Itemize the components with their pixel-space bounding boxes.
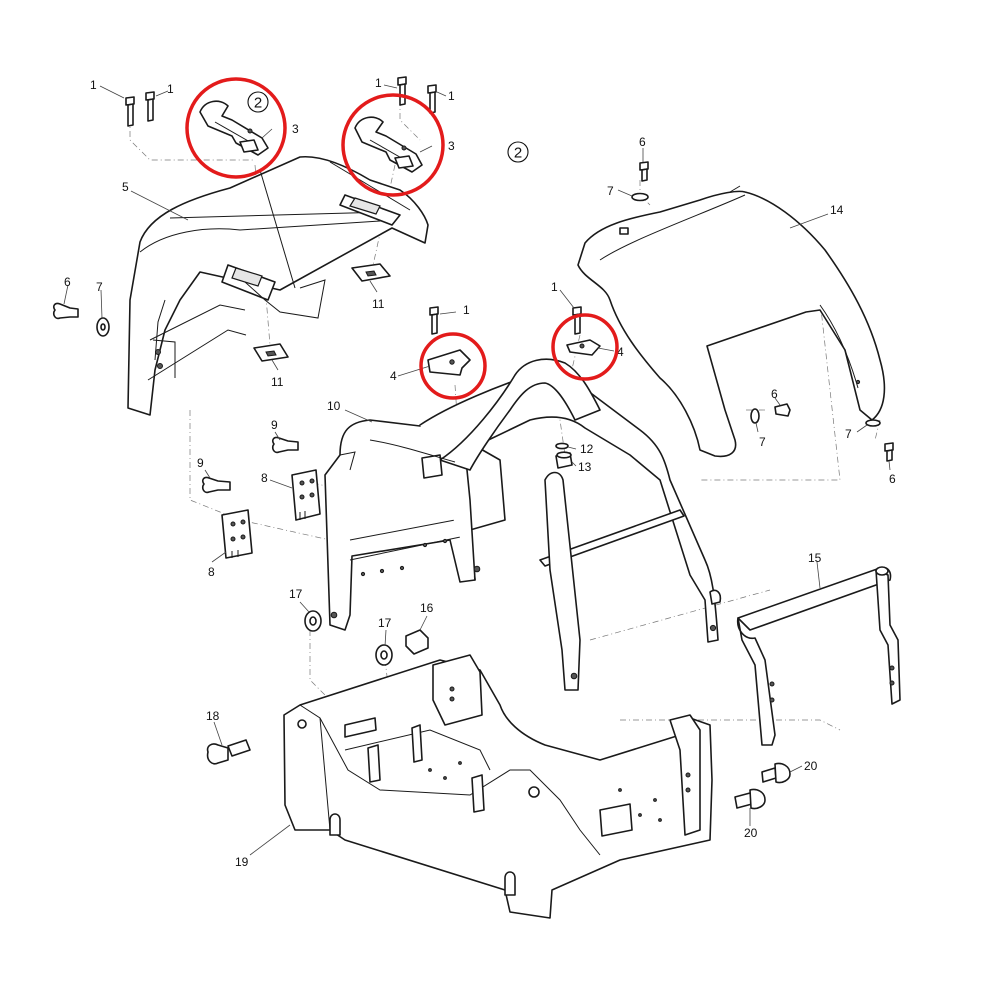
roll-bar-frame-part [324, 358, 722, 691]
callout-19: 19 [235, 855, 249, 869]
callout-1: 1 [90, 78, 97, 92]
callout-17: 17 [378, 616, 392, 630]
callout-7: 7 [607, 184, 614, 198]
highlight-circles [185, 77, 619, 400]
callout-11: 11 [271, 375, 284, 389]
callout-20: 20 [804, 759, 818, 773]
callout-4: 4 [390, 369, 397, 383]
callout-3: 3 [448, 139, 455, 153]
screw-and-washer-parts [53, 161, 894, 462]
callout-7: 7 [845, 427, 852, 441]
callout-5: 5 [122, 180, 129, 194]
rear-bar-part [736, 566, 901, 746]
callout-11: 11 [372, 297, 385, 311]
leader-lines [63, 84, 891, 856]
hinge-parts [202, 436, 321, 559]
callout-6: 6 [64, 275, 71, 289]
callout-1: 1 [551, 280, 558, 294]
callout-3: 3 [292, 122, 299, 136]
callout-9: 9 [271, 418, 278, 432]
bolt-parts [125, 76, 582, 335]
rear-fender-part [577, 185, 886, 458]
pad-parts [253, 263, 391, 362]
callout-14: 14 [830, 203, 844, 217]
latch-parts [199, 100, 423, 173]
callout-6: 6 [639, 135, 646, 149]
callout-6: 6 [889, 472, 896, 486]
highlight-circle-bracket-right [551, 313, 619, 381]
callout-18: 18 [206, 709, 220, 723]
highlight-circle-bracket-left [419, 332, 487, 400]
callout-7: 7 [759, 435, 766, 449]
base-chassis-part [283, 654, 713, 919]
callout-8: 8 [208, 565, 215, 579]
callout-8: 8 [261, 471, 268, 485]
callout-13: 13 [578, 460, 592, 474]
circled-label-2: 2 [514, 145, 522, 162]
circled-labels: 2 2 [247, 91, 529, 163]
callout-15: 15 [808, 551, 822, 565]
lower-hardware-parts [206, 610, 791, 810]
highlight-circle-latch-left [185, 77, 287, 179]
callout-6: 6 [771, 387, 778, 401]
bracket-parts [427, 339, 601, 376]
callout-1: 1 [167, 82, 174, 96]
callout-1: 1 [463, 303, 470, 317]
callout-1: 1 [375, 76, 382, 90]
callout-9: 9 [197, 456, 204, 470]
callout-12: 12 [580, 442, 594, 456]
callout-7: 7 [96, 280, 103, 294]
circled-label-ring [247, 91, 269, 113]
callout-16: 16 [420, 601, 434, 615]
callout-20: 20 [744, 826, 758, 840]
callout-17: 17 [289, 587, 303, 601]
highlight-circle-latch-right [341, 93, 445, 197]
callout-labels: 1 1 1 1 1 1 3 3 4 4 5 6 6 6 6 7 7 7 7 8 … [64, 76, 896, 869]
nut-and-clip-parts [555, 442, 573, 469]
callout-10: 10 [327, 399, 341, 413]
circled-label-ring [507, 141, 529, 163]
circled-label-2: 2 [254, 95, 262, 112]
callout-4: 4 [617, 345, 624, 359]
hood-canopy-part [127, 155, 429, 416]
callout-1: 1 [448, 89, 455, 103]
